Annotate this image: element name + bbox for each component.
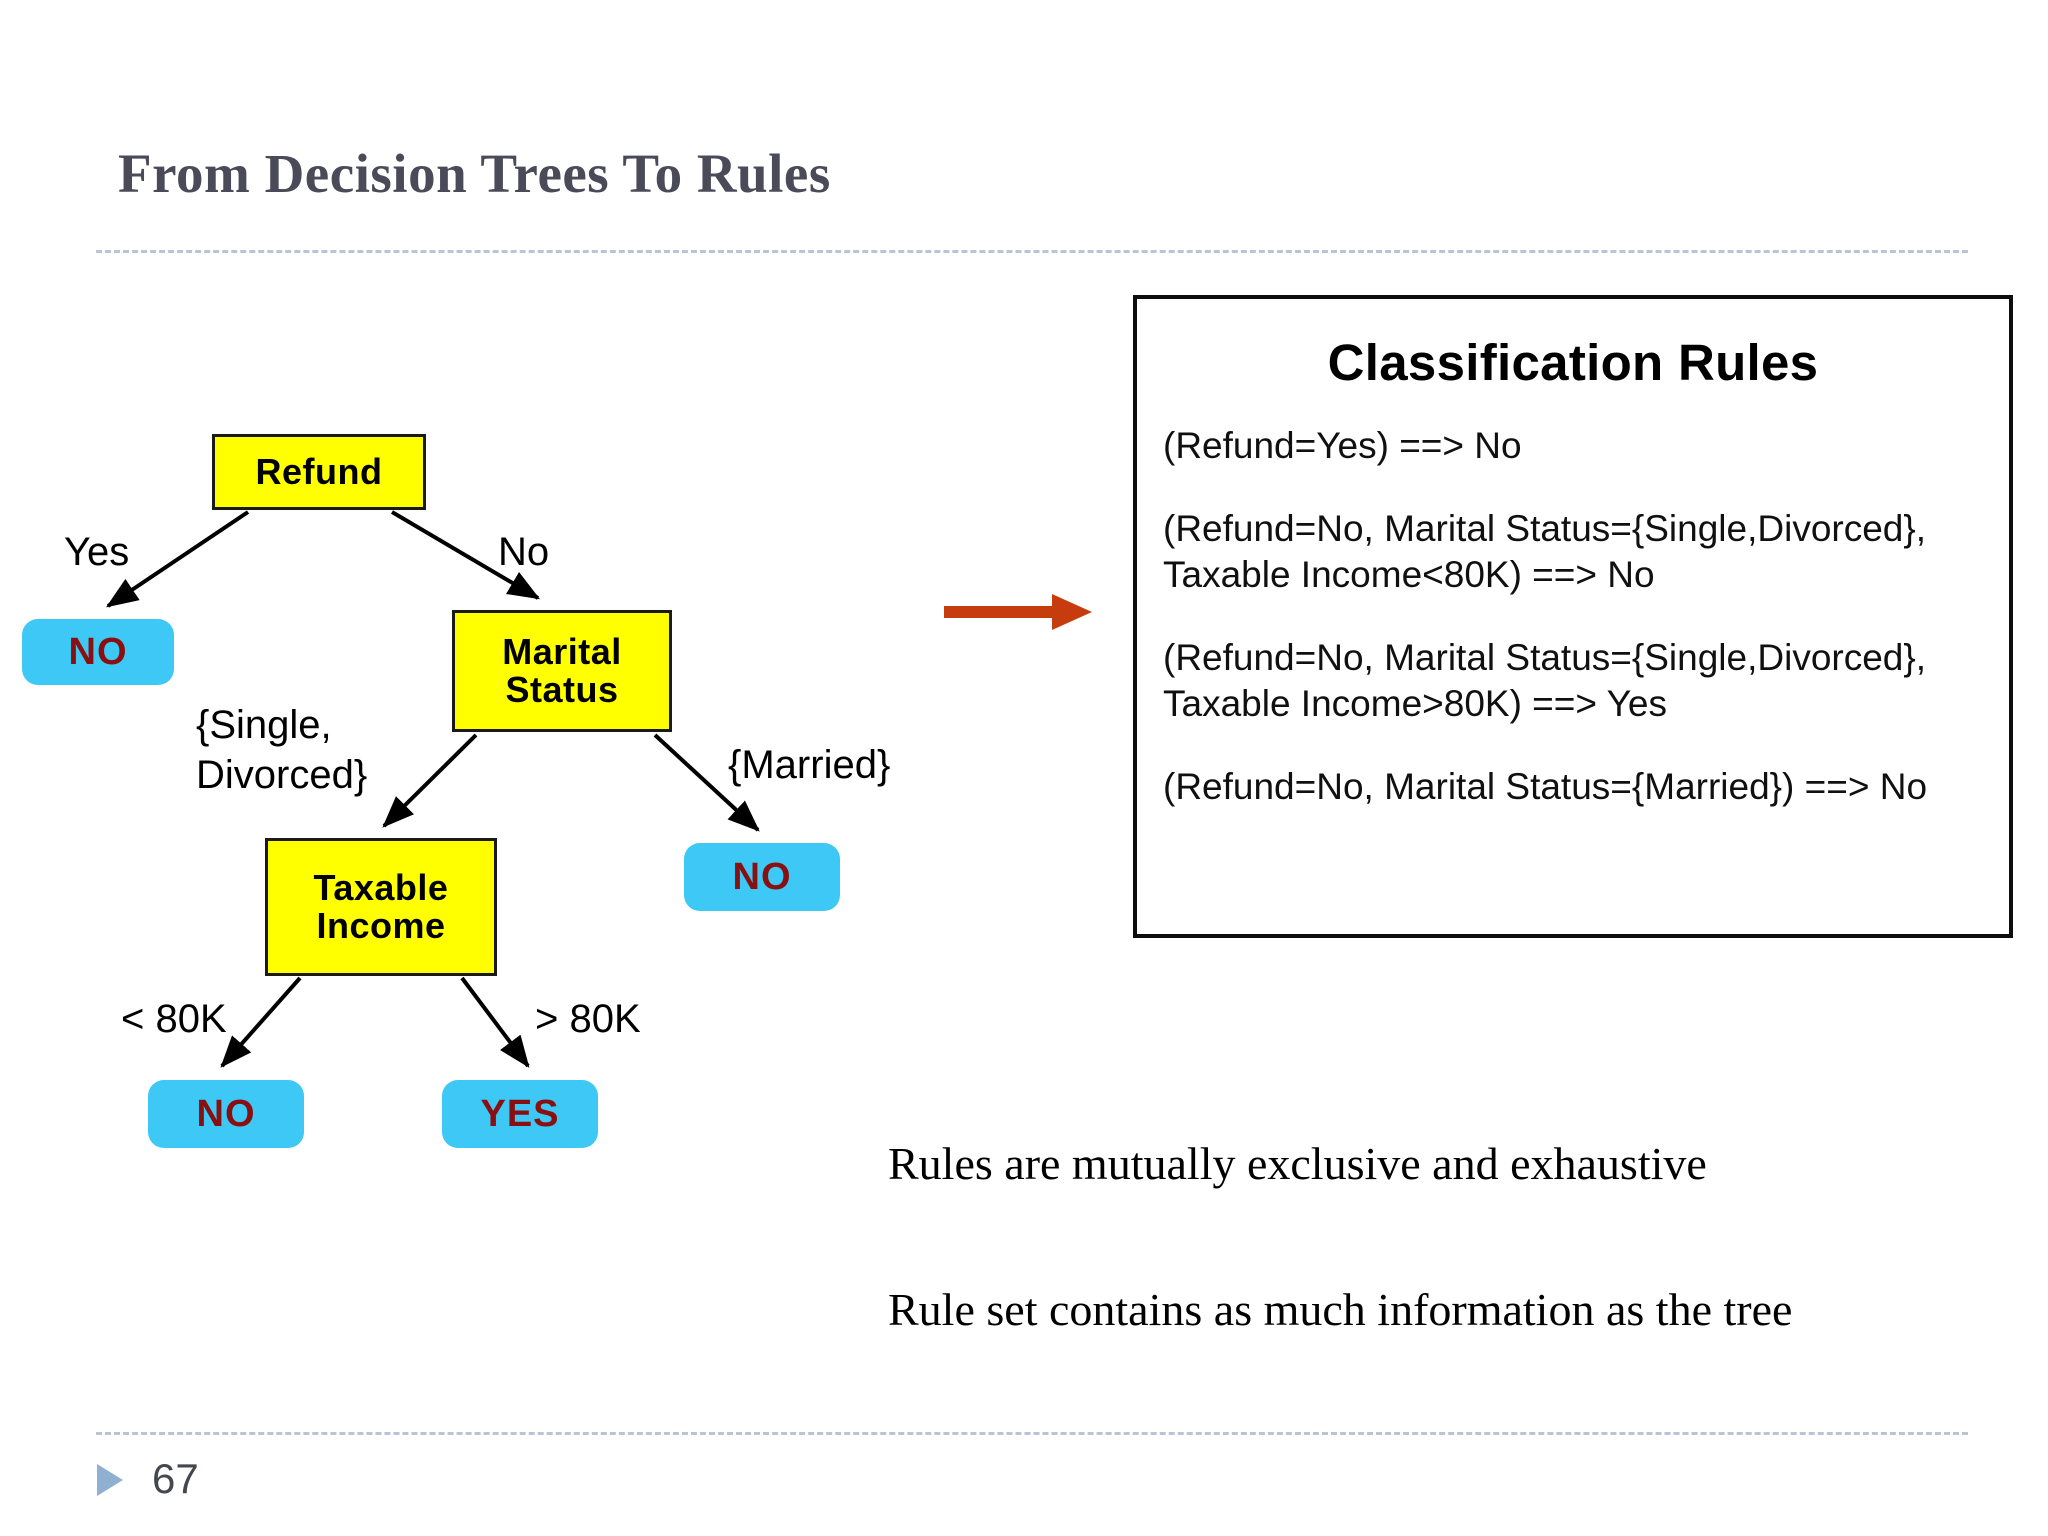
rule-item: (Refund=No, Marital Status={Married}) ==… <box>1163 766 1928 808</box>
rule-item: (Refund=Yes) ==> No <box>1163 425 1522 466</box>
edge-label-married: {Married} <box>728 743 891 787</box>
tree-node-marital-status[interactable]: Marital Status <box>452 610 672 732</box>
edge-label-single-divorced: {Single, Divorced} <box>196 703 368 797</box>
rule-item: (Refund=No, Marital Status={Single,Divor… <box>1163 507 1927 596</box>
tree-leaf-married-no[interactable]: NO <box>684 843 840 911</box>
tree-leaf-income-high-yes[interactable]: YES <box>442 1080 598 1148</box>
edge-label-income-high: > 80K <box>535 997 641 1041</box>
page-number: 67 <box>152 1455 199 1502</box>
footer-divider <box>96 1432 1968 1435</box>
tree-edges <box>106 510 760 1068</box>
note-line: Rule set contains as much information as… <box>888 1284 1793 1335</box>
right-arrow-icon <box>944 594 1092 630</box>
rules-list: (Refund=Yes) ==> No (Refund=No, Marital … <box>1163 423 1987 847</box>
title-divider <box>96 250 1968 253</box>
note-line: Rules are mutually exclusive and exhaust… <box>888 1138 1707 1189</box>
tree-node-taxable-income[interactable]: Taxable Income <box>265 838 497 976</box>
tree-node-refund[interactable]: Refund <box>212 434 426 510</box>
rules-panel-title: Classification Rules <box>1327 334 1819 391</box>
edge-income-low <box>220 976 302 1068</box>
edge-marital-married <box>653 733 760 832</box>
decision-tree-diagram: Refund Marital Status Taxable Income NO … <box>0 0 1060 1250</box>
rule-item: (Refund=No, Marital Status={Single,Divor… <box>1163 636 1927 725</box>
edge-label-income-low: < 80K <box>121 997 227 1041</box>
edge-income-high <box>460 976 530 1068</box>
edge-label-refund-no: No <box>498 530 550 574</box>
classification-rules-panel: Classification Rules (Refund=Yes) ==> No… <box>1133 295 2013 938</box>
page-title: From Decision Trees To Rules <box>118 143 831 204</box>
edge-marital-single-divorced <box>382 733 478 828</box>
tree-leaf-income-low-no[interactable]: NO <box>148 1080 304 1148</box>
tree-leaf-refund-yes-no[interactable]: NO <box>22 619 174 685</box>
edge-refund-no <box>390 510 541 600</box>
edge-label-refund-yes: Yes <box>64 530 130 574</box>
triangle-right-icon <box>97 1464 123 1496</box>
edge-refund-yes <box>106 510 250 608</box>
